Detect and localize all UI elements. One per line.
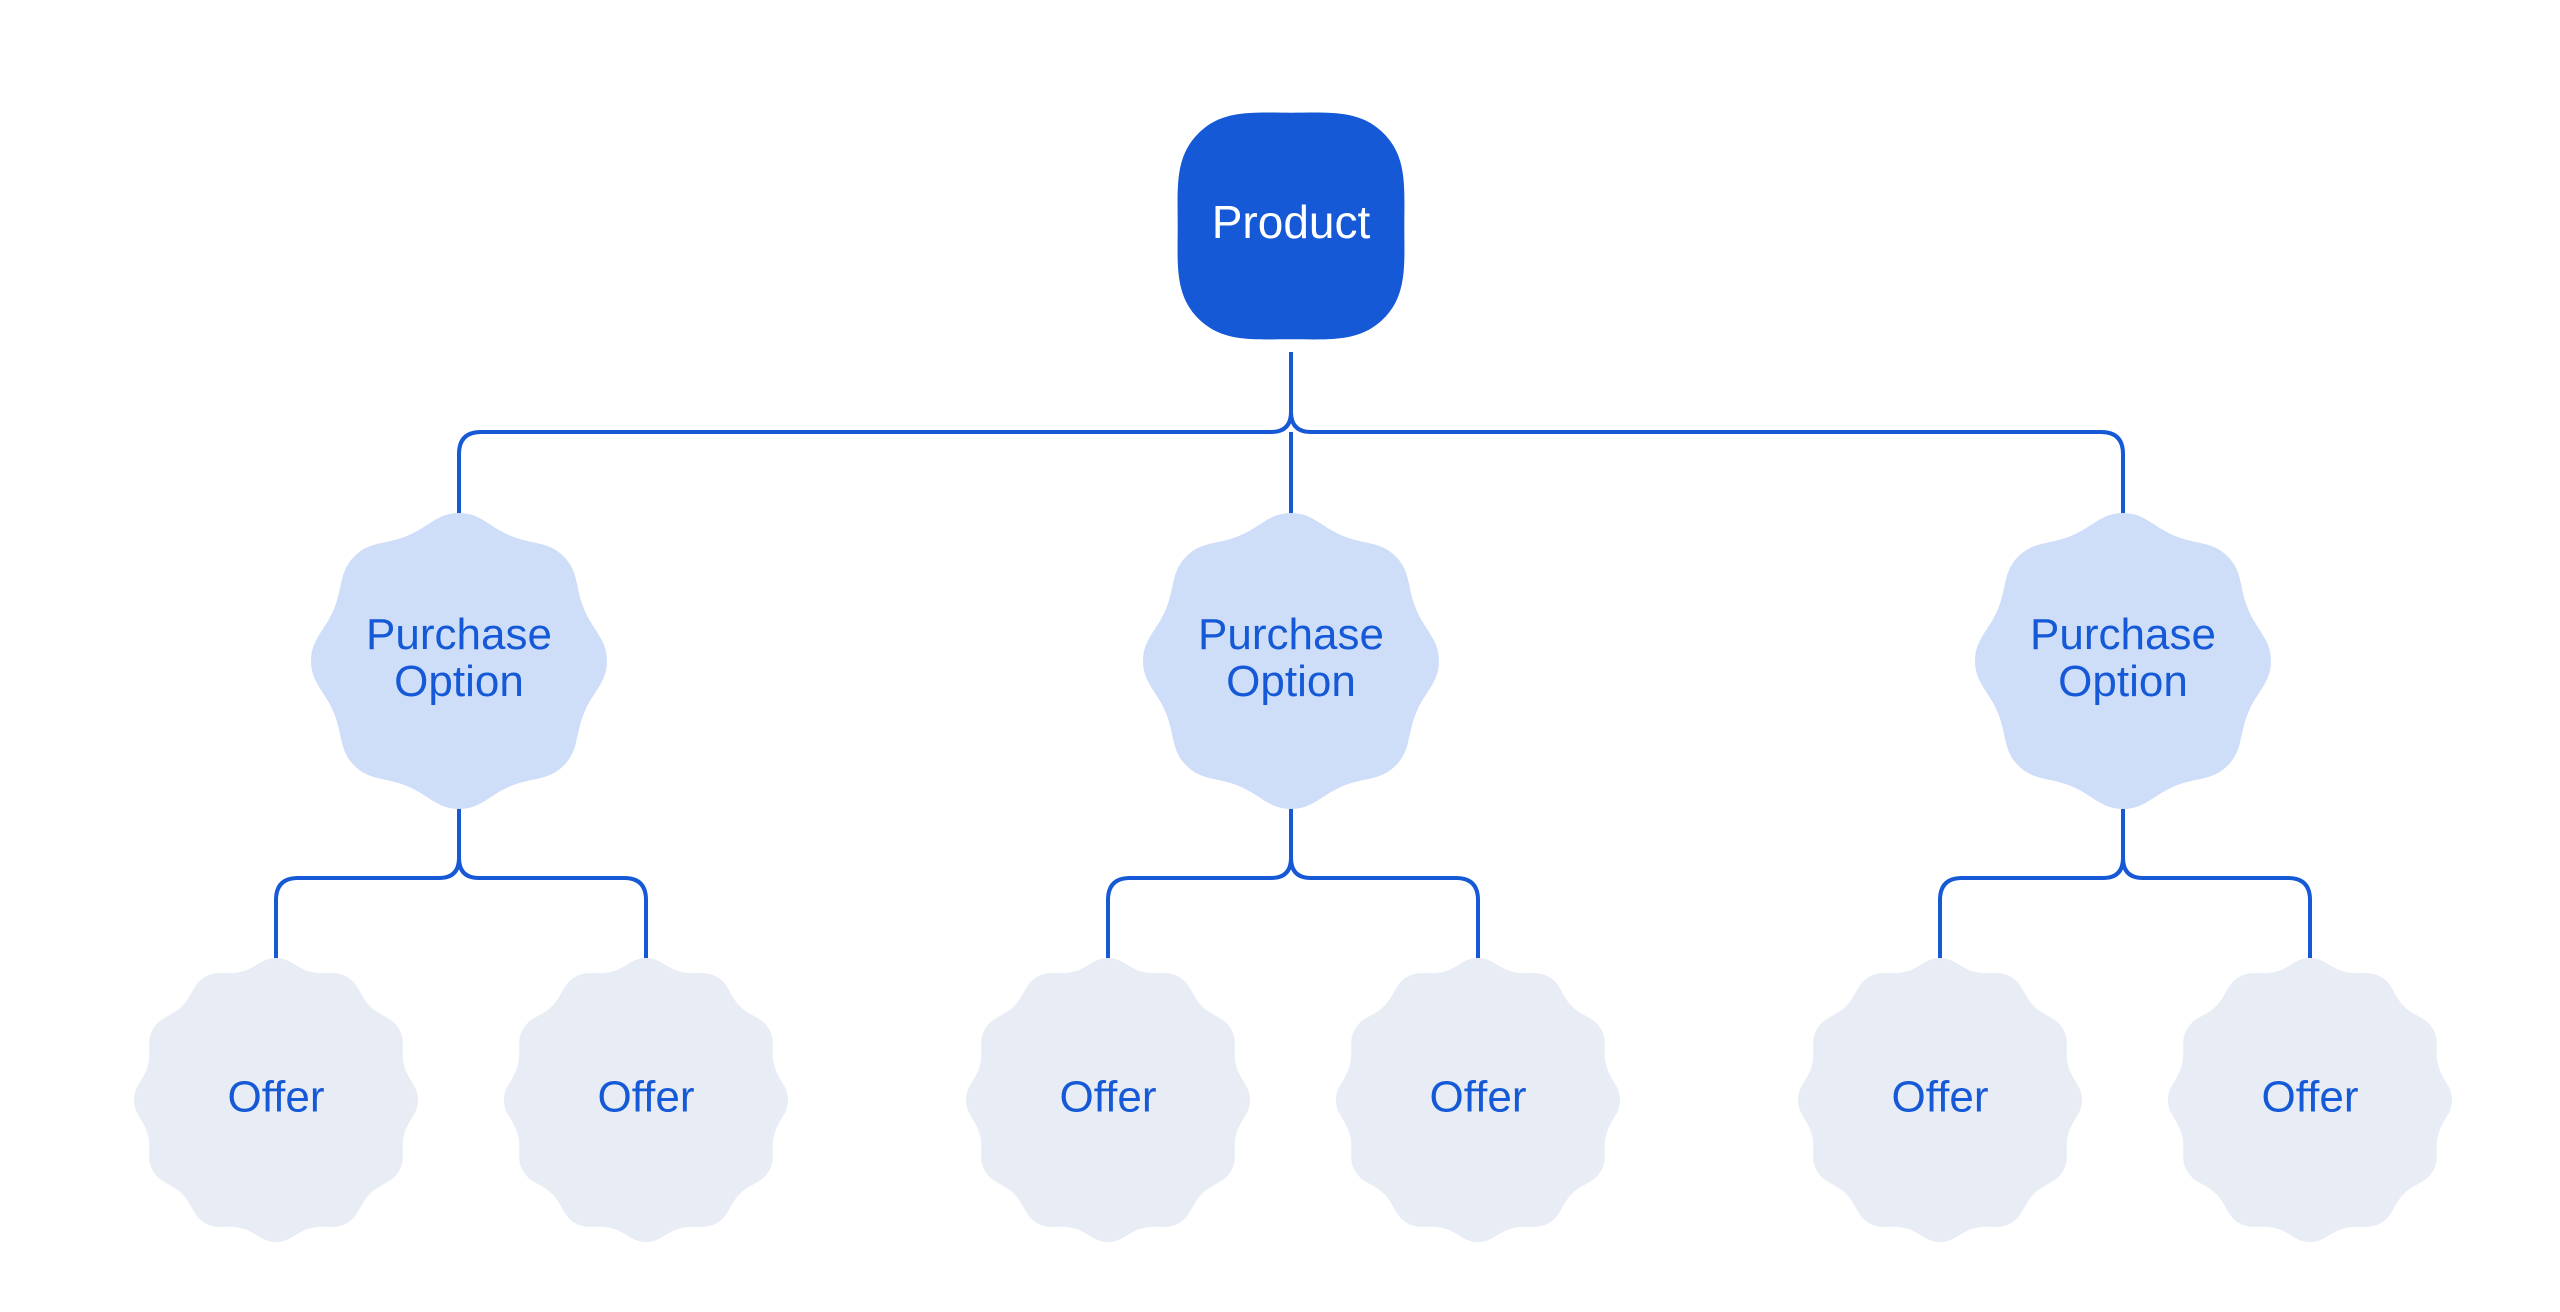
node-shape-blob-8-lobe <box>1975 513 2271 809</box>
node-shape-blob-12-lobe <box>2168 958 2452 1242</box>
purchase-option-node-layer: PurchaseOptionPurchaseOptionPurchaseOpti… <box>311 513 2271 809</box>
edge-purchase-option-1-to-offers-segment-2 <box>457 857 648 975</box>
node-shape-blob-12-lobe <box>966 958 1250 1242</box>
node-label-offer-5: Offer <box>1891 1073 1988 1122</box>
node-label-product: Product <box>1212 196 1371 248</box>
node-offer-2[interactable]: Offer <box>504 958 788 1242</box>
node-product[interactable]: Product <box>1177 112 1405 340</box>
edge-purchase-option-2-to-offers-segment-1 <box>1106 857 1293 975</box>
edge-product-to-options-segment-2 <box>1289 411 2125 525</box>
node-label-offer-4: Offer <box>1429 1073 1526 1122</box>
node-offer-6[interactable]: Offer <box>2168 958 2452 1242</box>
node-label-purchase-option-2: Purchase <box>1198 610 1384 659</box>
edge-purchase-option-1-to-offers-segment-1 <box>274 857 461 975</box>
edge-product-to-options-segment-1 <box>457 411 1293 525</box>
node-label-offer-1: Offer <box>227 1073 324 1122</box>
node-label-purchase-option-1: Purchase <box>366 610 552 659</box>
node-label-purchase-option-1: Option <box>394 657 524 706</box>
node-shape-blob-12-lobe <box>1336 958 1620 1242</box>
node-shape-blob-12-lobe <box>504 958 788 1242</box>
edges-product-to-options <box>457 352 2125 525</box>
node-shape-blob-12-lobe <box>1798 958 2082 1242</box>
node-shape-blob-4-lobe <box>1177 112 1405 340</box>
node-shape-blob-12-lobe <box>134 958 418 1242</box>
connector-group <box>274 352 2312 975</box>
node-shape-blob-8-lobe <box>311 513 607 809</box>
node-offer-3[interactable]: Offer <box>966 958 1250 1242</box>
edge-purchase-option-3-to-offers-segment-1 <box>1938 857 2125 975</box>
node-label-offer-3: Offer <box>1059 1073 1156 1122</box>
offer-node-layer: Offer Offer Offer Offer Offer Offer <box>134 958 2452 1242</box>
edge-purchase-option-2-to-offers-segment-2 <box>1289 857 1480 975</box>
edges-options-to-offers <box>274 800 2312 975</box>
node-offer-5[interactable]: Offer <box>1798 958 2082 1242</box>
node-label-offer-6: Offer <box>2261 1073 2358 1122</box>
node-offer-4[interactable]: Offer <box>1336 958 1620 1242</box>
node-offer-1[interactable]: Offer <box>134 958 418 1242</box>
node-shape-blob-8-lobe <box>1143 513 1439 809</box>
node-label-offer-2: Offer <box>597 1073 694 1122</box>
node-label-purchase-option-2: Option <box>1226 657 1356 706</box>
node-label-purchase-option-3: Purchase <box>2030 610 2216 659</box>
node-label-purchase-option-3: Option <box>2058 657 2188 706</box>
edge-purchase-option-3-to-offers-segment-2 <box>2121 857 2312 975</box>
product-node-layer: Product <box>1177 112 1405 340</box>
